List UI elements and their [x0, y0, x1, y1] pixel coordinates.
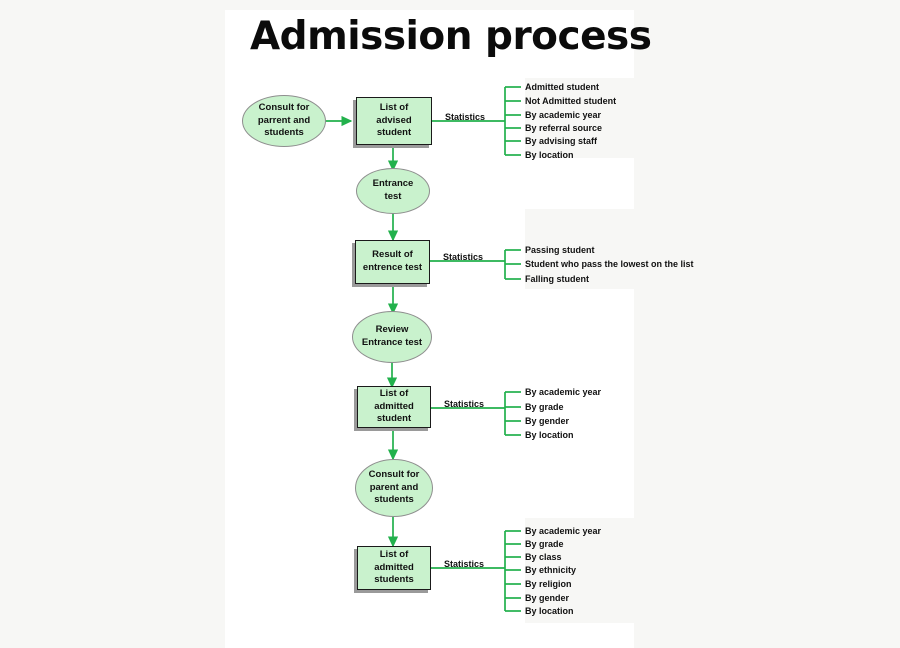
branch-item: By religion [525, 579, 572, 589]
branch-item: By grade [525, 402, 564, 412]
paper-patch [525, 289, 634, 314]
paper-patch-title [225, 10, 634, 78]
branch-label-statistics-4: Statistics [444, 559, 485, 569]
branch-item: By gender [525, 416, 570, 426]
branch-item: By location [525, 606, 574, 616]
branch-label-statistics-1: Statistics [445, 112, 486, 122]
branch-item: By advising staff [525, 136, 598, 146]
branch-item: Not Admitted student [525, 96, 617, 106]
paper-patch [535, 314, 634, 459]
branch-item: Passing student [525, 245, 595, 255]
branch-item: Student who pass the lowest on the list [525, 259, 694, 269]
paper-patch [525, 158, 634, 209]
branch-item: By location [525, 430, 574, 440]
branch-item: By ethnicity [525, 565, 577, 575]
branch-item: By referral source [525, 123, 603, 133]
branch-item: By class [525, 552, 562, 562]
branch-item: By location [525, 150, 574, 160]
paper-patch [225, 623, 634, 648]
branch-label-statistics-2: Statistics [443, 252, 484, 262]
branch-item: By academic year [525, 387, 602, 397]
branch-item: By academic year [525, 110, 602, 120]
branch-item: By grade [525, 539, 564, 549]
branch-item: Admitted student [525, 82, 599, 92]
paper-patch [525, 459, 634, 518]
branch-item: By academic year [525, 526, 602, 536]
branch-label-statistics-3: Statistics [444, 399, 485, 409]
branch-item: By gender [525, 593, 570, 603]
branch-item: Falling student [525, 274, 589, 284]
page-title: Admission process [250, 14, 652, 59]
